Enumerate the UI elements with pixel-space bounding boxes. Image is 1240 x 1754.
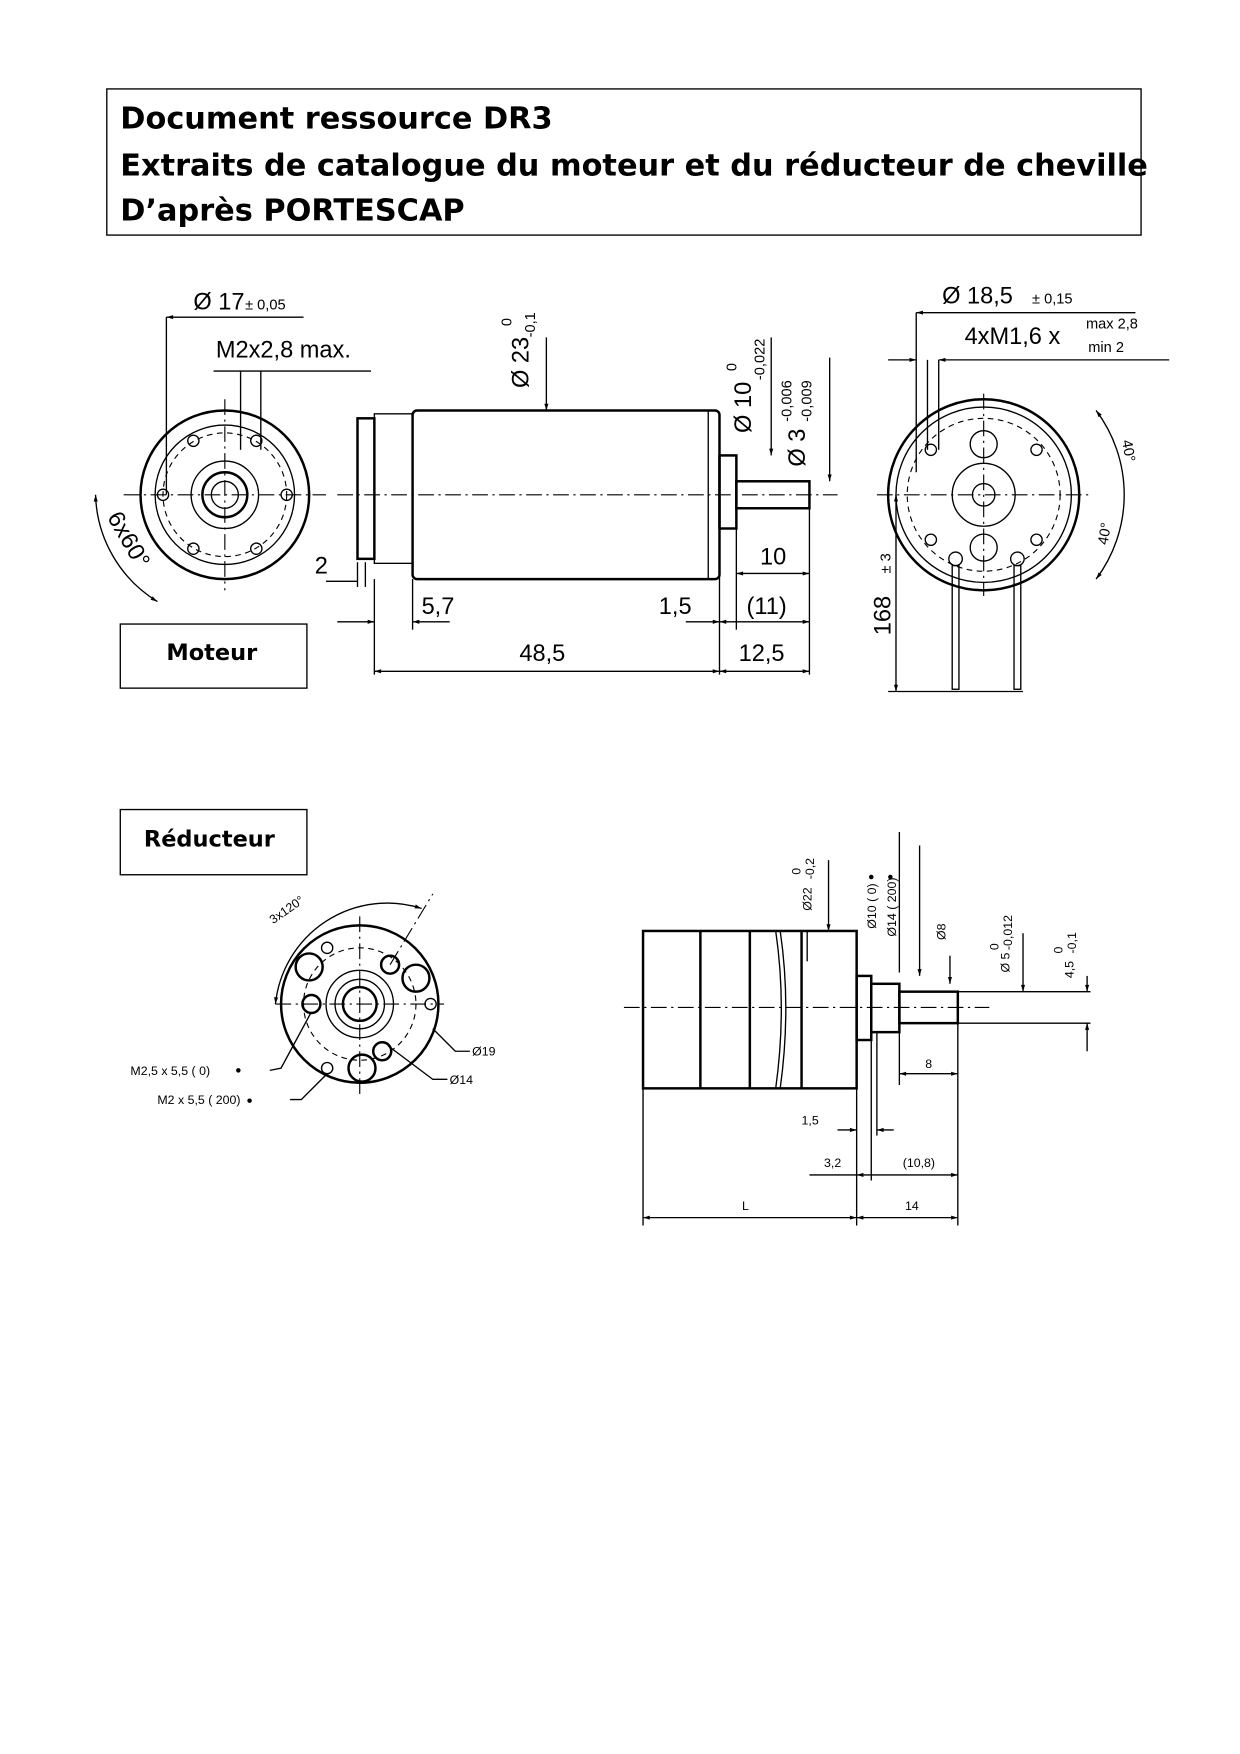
motor-front-dia: Ø 17 [193,289,244,315]
header-box: Document ressource DR3 Extraits de catal… [106,88,1148,236]
motor-rear-thread: 4xM1,6 x [965,324,1061,350]
motor-rear-dia: Ø 18,5 [942,284,1013,310]
motor-flange-dia-tol-up: 0 [724,363,740,371]
motor-rear-dia-tol: ± 0,15 [1032,292,1073,308]
motor-dim-48-5: 48,5 [519,641,565,667]
motor-lead-tol: ± 3 [878,553,894,573]
motor-label: Moteur [166,640,258,666]
reducer-dia-22-tol-up: 0 [789,868,803,875]
reducer-dia-5: Ø 5 [999,953,1013,973]
reducer-side-view: Ø22 0 -0,2 Ø10 ( 0) Ø14 ( 200) Ø8 Ø 5 0 … [623,832,1091,1226]
reducer-dia-10: Ø10 ( 0) [865,883,879,928]
reducer-flat-tol-up: 0 [1051,946,1065,953]
reducer-dia-22: Ø22 [801,887,815,910]
motor-rear-thread-min: min 2 [1088,340,1124,356]
motor-shaft-dia-tol-low: -0,009 [800,380,816,421]
motor-body-dia-tol-up: 0 [500,318,516,326]
motor-body-dia-tol-low: -0,1 [523,312,539,337]
motor-front-dia-tol: ± 0,05 [245,297,286,313]
motor-rear-angle-top: 40° [1118,439,1138,464]
motor-rear-thread-max: max 2,8 [1086,316,1138,332]
motor-dim-5-7: 5,7 [422,594,455,620]
header-subtitle: Extraits de catalogue du moteur et du ré… [120,148,1148,183]
reducer-front-view: 3x120° M2,5 x 5,5 ( 0) M2 x 5,5 ( 200) Ø… [130,893,495,1107]
reducer-dim-3-2: 3,2 [824,1156,841,1170]
motor-flange-dia: Ø 10 [731,382,757,433]
motor-front-angle: 6x60° [102,507,155,572]
motor-dim-11: (11) [746,594,786,620]
motor-dim-1-5: 1,5 [659,594,692,620]
motor-dim-12-5: 12,5 [739,641,785,667]
reducer-dia-19: Ø19 [472,1045,495,1059]
reducer-dim-14: 14 [905,1199,919,1213]
reducer-front-angle: 3x120° [267,893,307,927]
motor-label-box: Moteur [119,623,308,689]
header-title: Document ressource DR3 [120,101,552,136]
motor-lead-length: 168 [870,596,896,635]
header-source: D’après PORTESCAP [120,193,464,228]
motor-rear-angle-bottom: 40° [1096,522,1116,547]
reducer-dim-L: L [742,1199,749,1213]
motor-front-view: Ø 17 ± 0,05 M2x2,8 max. 6x60° [93,289,371,603]
reducer-dia-14-side: Ø14 ( 200) [885,877,899,936]
reducer-dia-14: Ø14 [450,1073,473,1087]
reducer-dia-22-tol-low: -0,2 [803,858,817,879]
reducer-flat: 4,5 [1063,961,1077,978]
motor-flange-dia-tol-low: -0,022 [752,339,768,380]
reducer-thread-200: M2 x 5,5 ( 200) [157,1093,240,1107]
reducer-dia-5-tol-up: 0 [987,943,1001,950]
motor-body-dia: Ø 23 [508,337,534,388]
reducer-dim-10-8: (10,8) [903,1156,935,1170]
motor-front-thread: M2x2,8 max. [216,338,351,364]
motor-side-view: Ø 23 0 -0,1 Ø 10 0 -0,022 Ø 3 -0,006 -0,… [315,312,838,675]
reducer-label-box: Réducteur [119,808,308,876]
motor-dim-2: 2 [315,553,328,579]
reducer-dim-8: 8 [925,1057,932,1071]
reducer-label: Réducteur [144,827,276,853]
reducer-dim-1-5: 1,5 [802,1113,819,1127]
reducer-dia-5-tol-low: -0,012 [1001,915,1015,950]
motor-dim-10: 10 [760,544,786,570]
reducer-thread-0: M2,5 x 5,5 ( 0) [130,1064,210,1078]
motor-shaft-dia: Ø 3 [785,429,811,467]
reducer-dia-8: Ø8 [934,923,948,940]
reducer-flat-tol-low: -0,1 [1065,932,1079,953]
motor-rear-view: Ø 18,5 ± 0,15 4xM1,6 x max 2,8 min 2 40°… [870,284,1170,693]
motor-shaft-dia-tol-up: -0,006 [779,380,795,421]
